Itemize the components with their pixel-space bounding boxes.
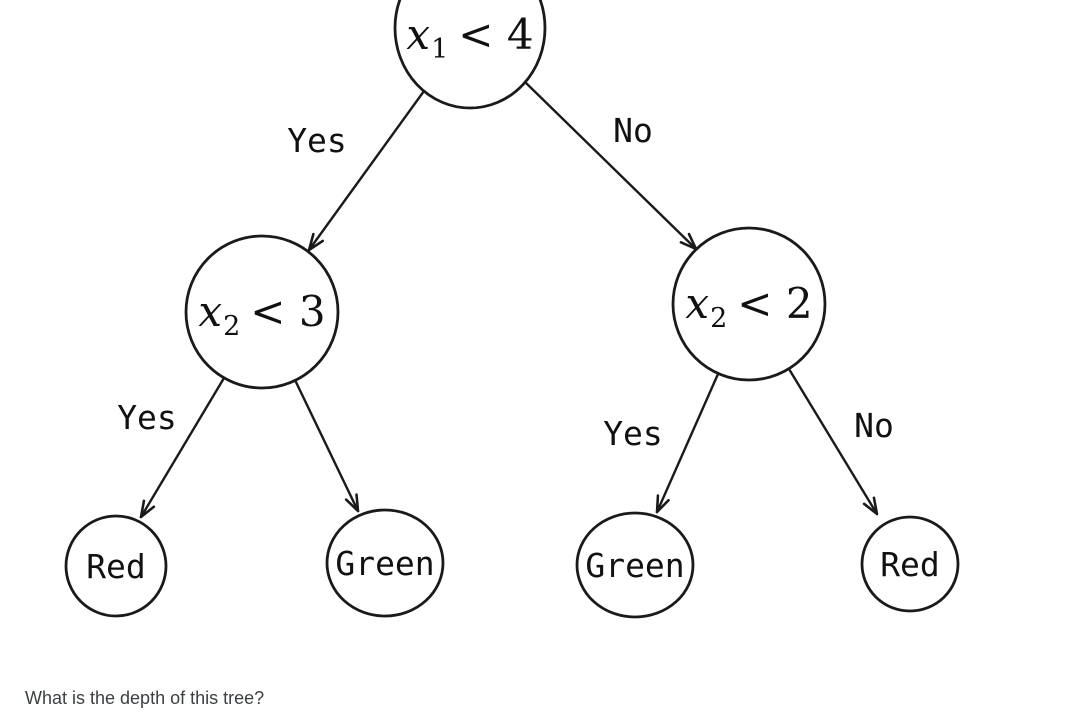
node-leaf-red-right-circle (860, 515, 960, 613)
node-leaf-green-left: Green (325, 508, 445, 618)
tree-nodes: x1< 4 x2< 3 x2< 2 Red Green (64, 0, 960, 619)
edge-label-root-right-no: No (613, 111, 653, 150)
node-leaf-green-right: Green (575, 511, 695, 619)
edge-label-right-right-no: No (854, 406, 894, 445)
edge-labels: Yes No Yes Yes No (117, 111, 894, 453)
node-leaf-green-right-circle (575, 511, 695, 619)
node-leaf-red-right-label: Red (880, 545, 940, 584)
node-root-circle (393, 0, 547, 110)
node-mid-left: x2< 3 (184, 234, 340, 390)
node-root: x1< 4 (393, 0, 547, 110)
edge-label-left-left-yes: Yes (117, 398, 177, 437)
node-leaf-green-right-label: Green (585, 546, 684, 585)
tree-edges (141, 81, 877, 517)
node-mid-right-circle (671, 226, 827, 382)
edge-right-to-green-leaf (657, 373, 720, 512)
node-root-label: x1< 4 (406, 10, 533, 65)
edge-left-to-green-leaf (293, 379, 358, 511)
edge-right-to-red-leaf (787, 368, 877, 514)
edge-root-to-right (524, 81, 696, 249)
node-leaf-red-left: Red (64, 514, 168, 618)
question-text: What is the depth of this tree? (25, 688, 265, 708)
node-mid-right-label: x2< 2 (685, 279, 812, 334)
edge-left-to-red-leaf (141, 377, 226, 517)
edge-label-right-left-yes: Yes (603, 414, 663, 453)
node-mid-right: x2< 2 (671, 226, 827, 382)
node-leaf-green-left-label: Green (335, 544, 434, 583)
node-leaf-green-left-circle (325, 508, 445, 618)
node-leaf-red-right: Red (860, 515, 960, 613)
node-mid-left-circle (184, 234, 340, 390)
node-leaf-red-left-label: Red (86, 547, 146, 586)
edge-root-to-left (309, 90, 425, 250)
edge-label-root-left-yes: Yes (287, 121, 347, 160)
node-leaf-red-left-circle (64, 514, 168, 618)
node-mid-left-label: x2< 3 (198, 287, 325, 342)
